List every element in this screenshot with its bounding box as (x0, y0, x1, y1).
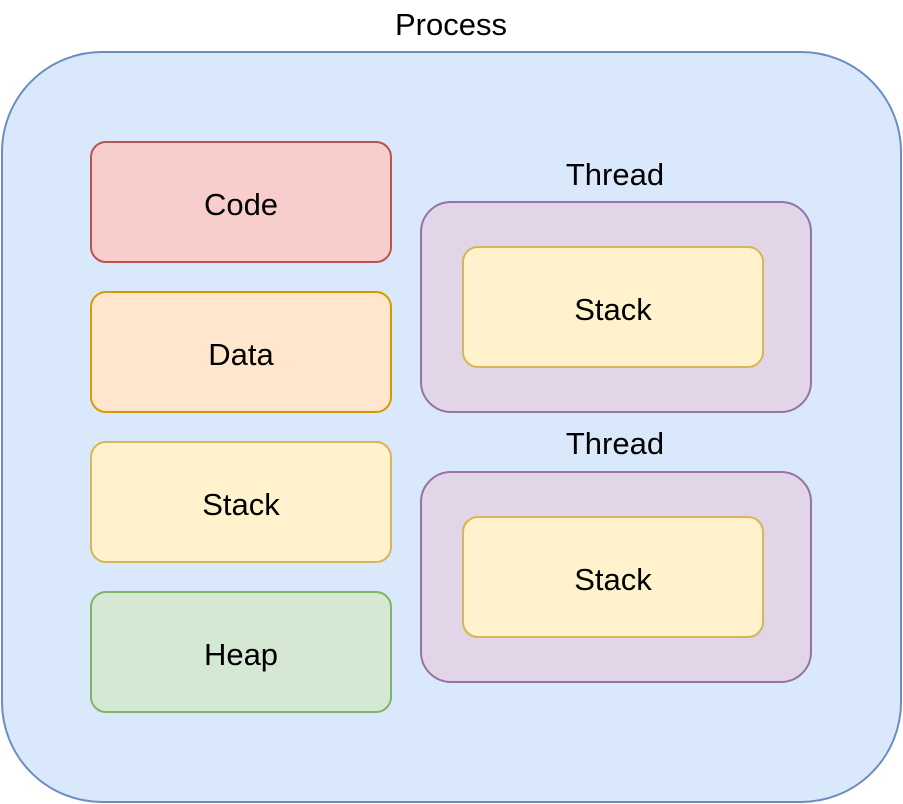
segment-heap: Heap (90, 591, 392, 713)
thread-1: Thread Stack (420, 157, 812, 413)
thread-1-label: Thread (566, 157, 664, 192)
thread-1-stack-label: Stack (574, 292, 652, 327)
segment-code: Code (90, 141, 392, 263)
thread-1-stack (462, 246, 764, 368)
thread-2: Thread Stack (420, 426, 812, 683)
process-label: Process (395, 7, 507, 42)
segment-data: Data (90, 291, 392, 413)
thread-2-stack-label: Stack (574, 562, 652, 597)
segment-heap-label: Heap (204, 637, 278, 672)
segment-stack-label: Stack (202, 487, 280, 522)
segment-data-label: Data (208, 337, 274, 372)
thread-2-stack (462, 516, 764, 638)
segment-stack: Stack (90, 441, 392, 563)
segment-code-label: Code (204, 187, 278, 222)
thread-2-label: Thread (566, 426, 664, 461)
